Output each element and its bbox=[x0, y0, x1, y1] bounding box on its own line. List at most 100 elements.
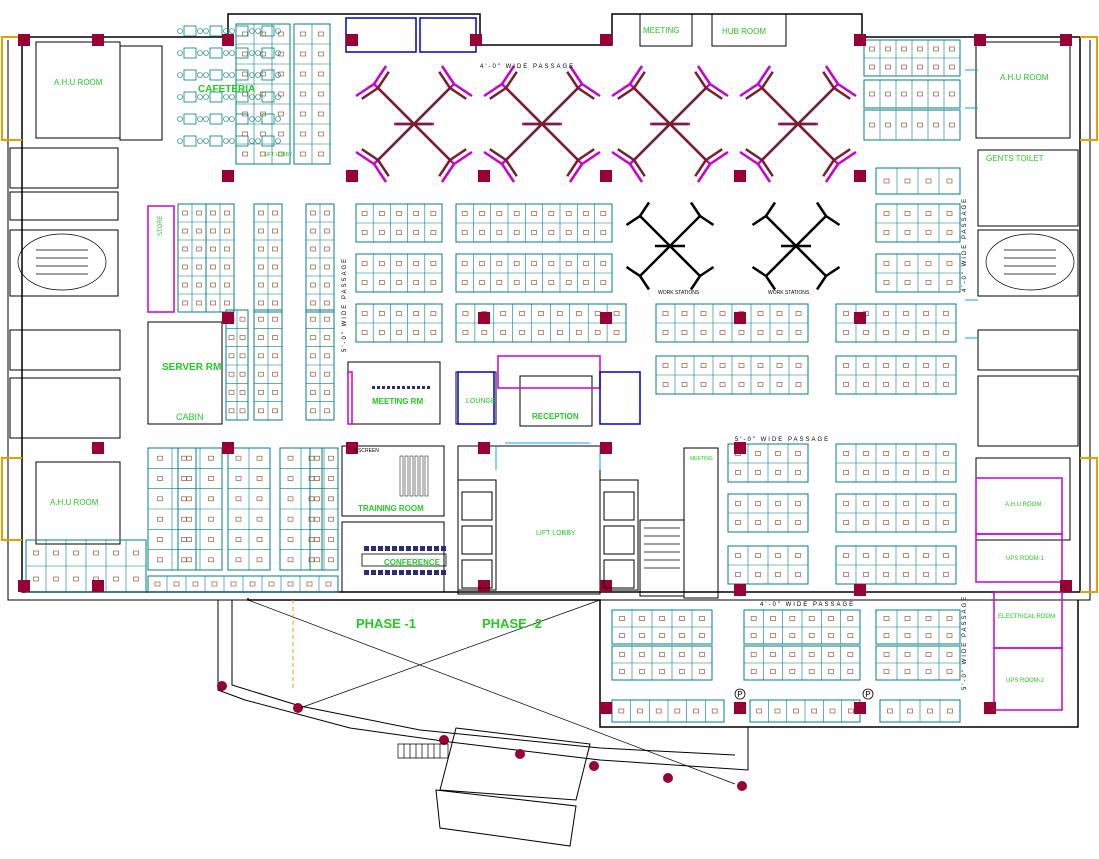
chair bbox=[755, 553, 761, 558]
chair bbox=[531, 211, 537, 216]
chair bbox=[260, 151, 266, 157]
chair bbox=[496, 280, 503, 285]
conference-chair bbox=[385, 546, 390, 551]
cafeteria-label: CAFETERIA bbox=[198, 84, 255, 95]
conference-chair bbox=[441, 570, 446, 575]
cafeteria-table bbox=[235, 47, 249, 59]
conference-chair bbox=[434, 546, 439, 551]
cluster-arm bbox=[577, 148, 595, 162]
chair bbox=[738, 382, 745, 387]
cluster-arm bbox=[739, 82, 759, 98]
cluster-arm bbox=[453, 82, 473, 98]
chair bbox=[235, 455, 242, 461]
chair bbox=[278, 131, 284, 137]
chair bbox=[314, 496, 320, 502]
chair bbox=[73, 576, 79, 582]
chair bbox=[923, 501, 929, 506]
chair bbox=[361, 330, 368, 335]
chair bbox=[808, 652, 815, 657]
chair bbox=[883, 616, 890, 621]
conference-chair bbox=[364, 546, 369, 551]
chair bbox=[789, 633, 796, 638]
chair bbox=[843, 501, 849, 506]
chair bbox=[235, 516, 242, 522]
chair bbox=[272, 353, 278, 359]
cluster-arm bbox=[764, 201, 777, 217]
chair bbox=[903, 363, 909, 368]
cluster-arm bbox=[617, 86, 635, 100]
chair bbox=[318, 151, 324, 157]
cluster-arm bbox=[760, 71, 774, 89]
conference-chair bbox=[399, 570, 404, 575]
chair bbox=[287, 455, 294, 461]
cluster-arm bbox=[751, 265, 767, 278]
chair bbox=[361, 280, 368, 285]
chair bbox=[256, 537, 263, 542]
chair bbox=[933, 64, 939, 70]
chair bbox=[413, 211, 420, 216]
ahu-outlines bbox=[1, 36, 1098, 593]
chair bbox=[795, 520, 801, 525]
chair bbox=[901, 122, 907, 128]
column bbox=[92, 580, 104, 592]
chair bbox=[869, 46, 875, 52]
chair bbox=[396, 330, 402, 335]
chair bbox=[157, 476, 163, 481]
chair bbox=[613, 311, 620, 316]
chair bbox=[829, 708, 836, 714]
chair bbox=[278, 151, 284, 157]
chair bbox=[461, 261, 468, 266]
chair bbox=[268, 581, 275, 587]
chair bbox=[519, 311, 525, 316]
cluster-arm bbox=[453, 150, 473, 166]
chair bbox=[883, 451, 889, 456]
chair bbox=[904, 211, 911, 216]
chair bbox=[224, 282, 230, 288]
conference-chair bbox=[413, 570, 418, 575]
conference-chair bbox=[427, 570, 432, 575]
chair bbox=[224, 246, 230, 252]
chair bbox=[770, 616, 776, 621]
chair bbox=[795, 553, 801, 558]
chair bbox=[943, 363, 949, 368]
parking-markers: P P bbox=[734, 688, 874, 700]
cafeteria-chair bbox=[223, 72, 229, 78]
chair bbox=[735, 470, 741, 475]
chair bbox=[923, 572, 929, 577]
chair bbox=[413, 230, 420, 235]
column bbox=[854, 584, 866, 596]
chair bbox=[789, 669, 796, 674]
column bbox=[600, 34, 612, 46]
chair bbox=[258, 316, 264, 322]
chair bbox=[182, 210, 188, 216]
cluster-arm bbox=[413, 123, 451, 161]
workstation-cluster bbox=[751, 201, 841, 291]
cluster-arm bbox=[638, 275, 651, 291]
chair bbox=[272, 264, 278, 270]
chair bbox=[324, 408, 330, 414]
chair bbox=[843, 330, 849, 335]
chair bbox=[883, 211, 890, 216]
chair bbox=[757, 363, 764, 368]
chair bbox=[396, 211, 402, 216]
chair bbox=[883, 382, 889, 387]
chair bbox=[575, 330, 582, 335]
column bbox=[1060, 580, 1072, 592]
cluster-arm bbox=[504, 159, 518, 177]
chair bbox=[196, 210, 202, 216]
chair bbox=[776, 363, 783, 368]
chair bbox=[843, 470, 849, 475]
meeting-chair bbox=[412, 386, 415, 389]
chair bbox=[904, 652, 911, 657]
chair bbox=[904, 178, 911, 184]
lift-cars bbox=[461, 491, 635, 589]
chair bbox=[923, 363, 929, 368]
workstation-cluster bbox=[617, 71, 723, 177]
chair bbox=[260, 71, 266, 77]
column bbox=[478, 442, 490, 454]
chair bbox=[324, 282, 330, 288]
chair bbox=[73, 550, 79, 556]
column bbox=[854, 34, 866, 46]
chair bbox=[287, 581, 294, 587]
cluster-arm bbox=[633, 87, 671, 125]
